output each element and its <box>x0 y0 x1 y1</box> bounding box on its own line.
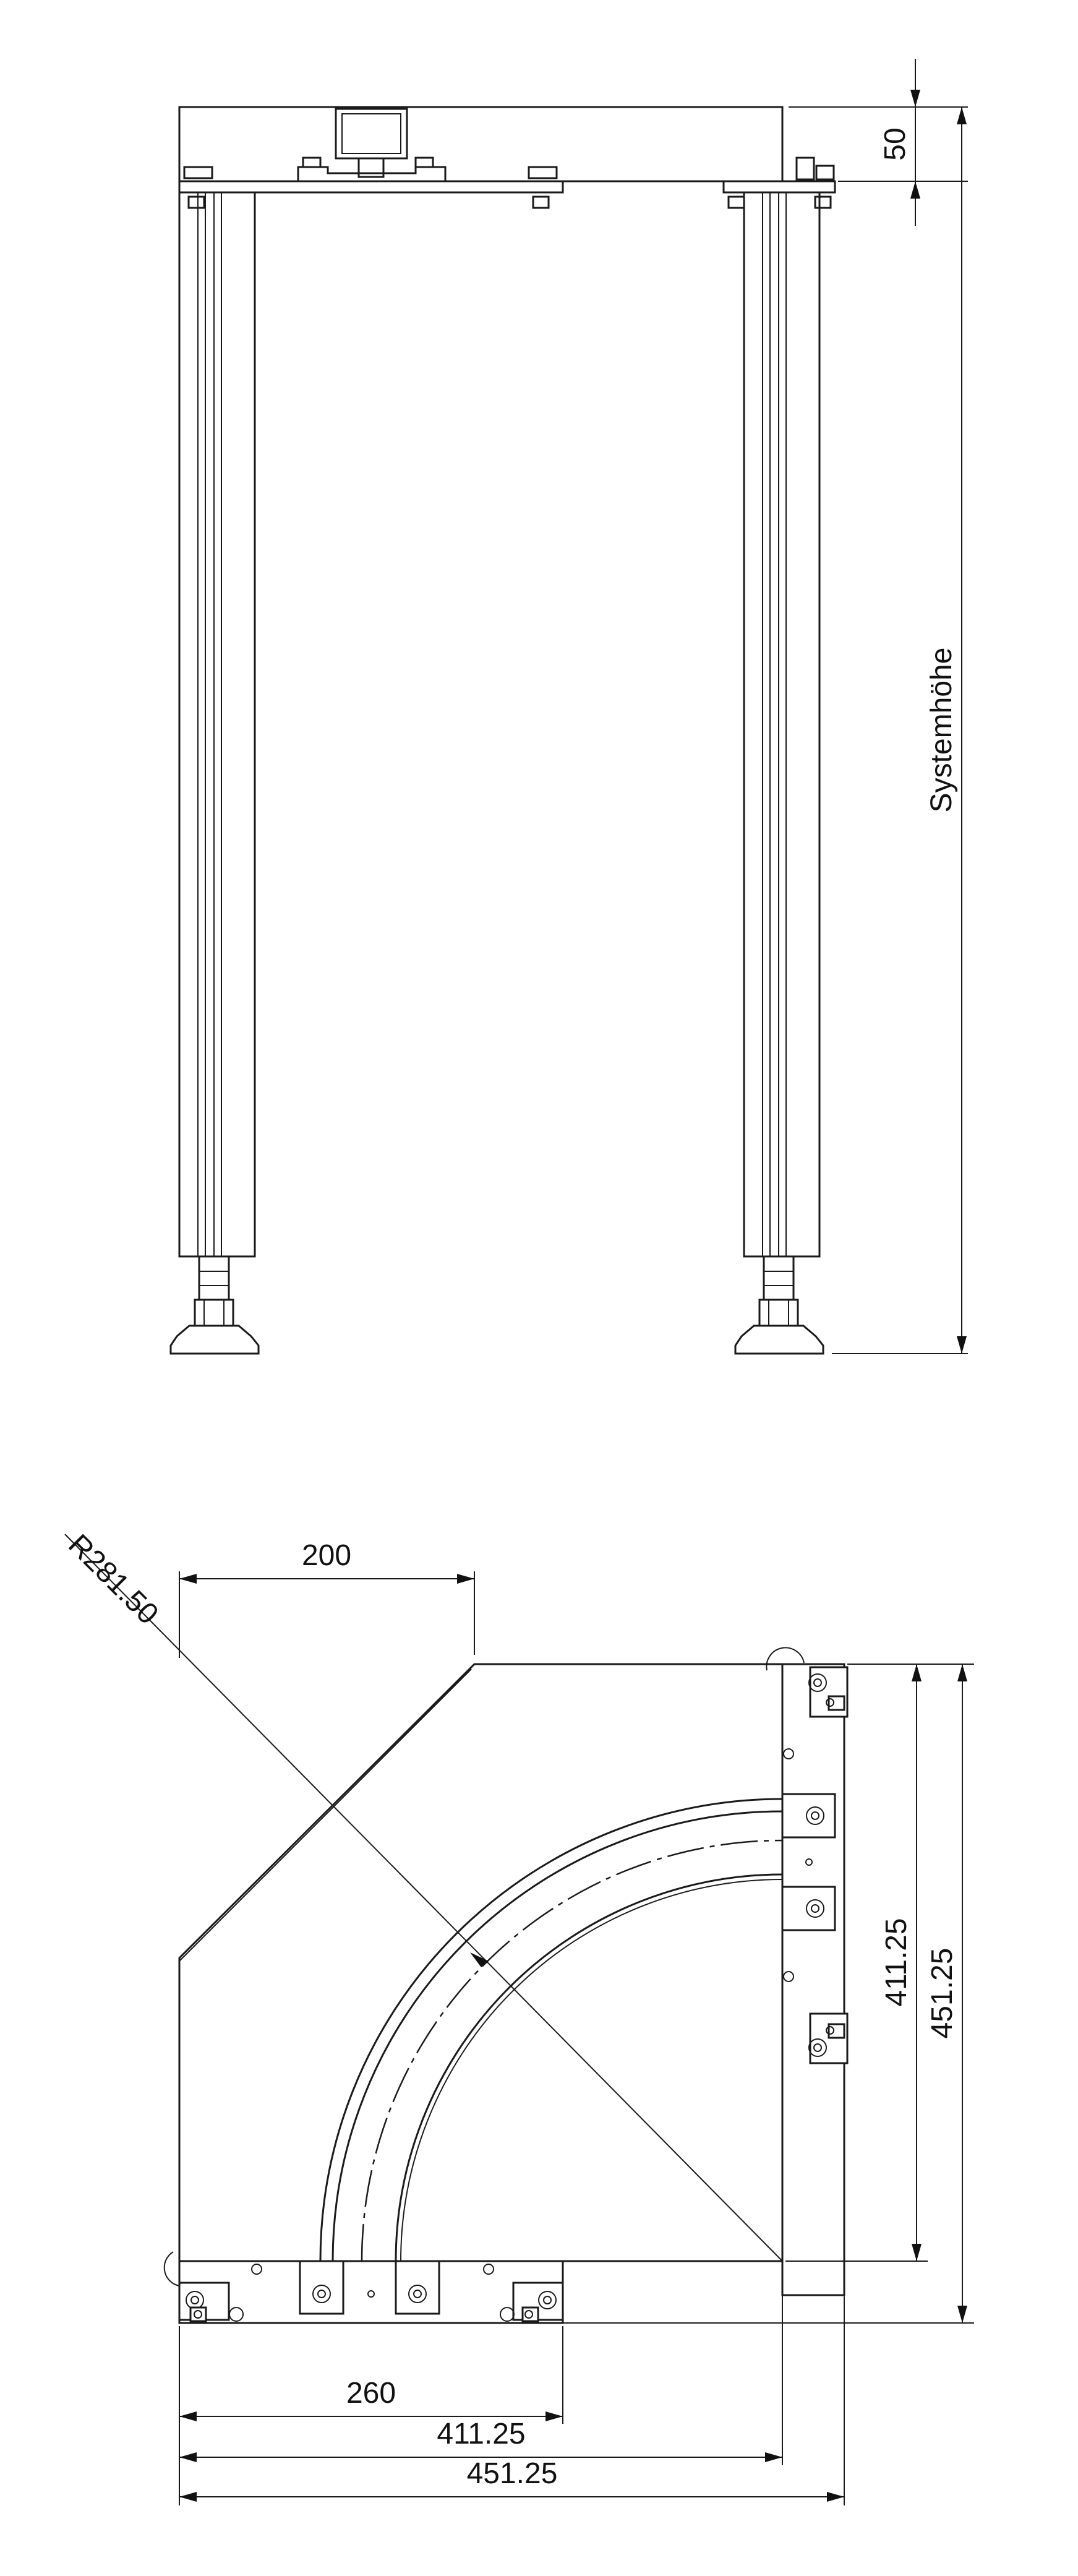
top-view: R281.50 200 411.25 451.25 <box>62 1528 974 2505</box>
dim-radius-label: R281.50 <box>62 1528 165 1631</box>
inner-belt-edge <box>395 1873 783 2262</box>
dim-bottom-short: 260 <box>179 2326 563 2505</box>
outer-belt-edge <box>319 1798 783 2262</box>
dim-inner-height-label: 411.25 <box>880 1918 913 2006</box>
dim-system-height-label: Systemhöhe <box>925 648 958 813</box>
dim-system-height: Systemhöhe <box>832 107 968 1354</box>
dim-bottom-outer-label: 451.25 <box>467 2457 558 2490</box>
dim-chamfer-width-label: 200 <box>302 1539 351 1572</box>
dim-bottom-outer: 451.25 <box>179 2296 845 2505</box>
dim-top-offset-label: 50 <box>879 127 912 160</box>
dim-chamfer-width: 200 <box>179 1539 475 1658</box>
dim-bottom-short-label: 260 <box>346 2377 396 2410</box>
dim-bottom-inner: 411.25 <box>179 2264 783 2465</box>
dim-inner-height: 411.25 <box>785 1664 928 2262</box>
cross-plate-right <box>722 180 836 194</box>
dim-bottom-inner-label: 411.25 <box>437 2418 525 2450</box>
top-frame <box>178 106 784 182</box>
center-clamp-block <box>335 108 408 160</box>
front-view: 50 Systemhöhe <box>169 59 968 1355</box>
right-rail <box>766 1647 849 2296</box>
bottom-rail <box>163 2251 564 2324</box>
dim-outer-height: 451.25 <box>563 1664 974 2324</box>
right-leg <box>734 191 824 1355</box>
left-leg <box>169 191 260 1355</box>
dim-top-offset: 50 <box>789 59 968 226</box>
dim-outer-height-label: 451.25 <box>926 1948 959 2039</box>
cross-plate-left <box>178 180 564 194</box>
base-plate-outline <box>178 1663 784 2262</box>
